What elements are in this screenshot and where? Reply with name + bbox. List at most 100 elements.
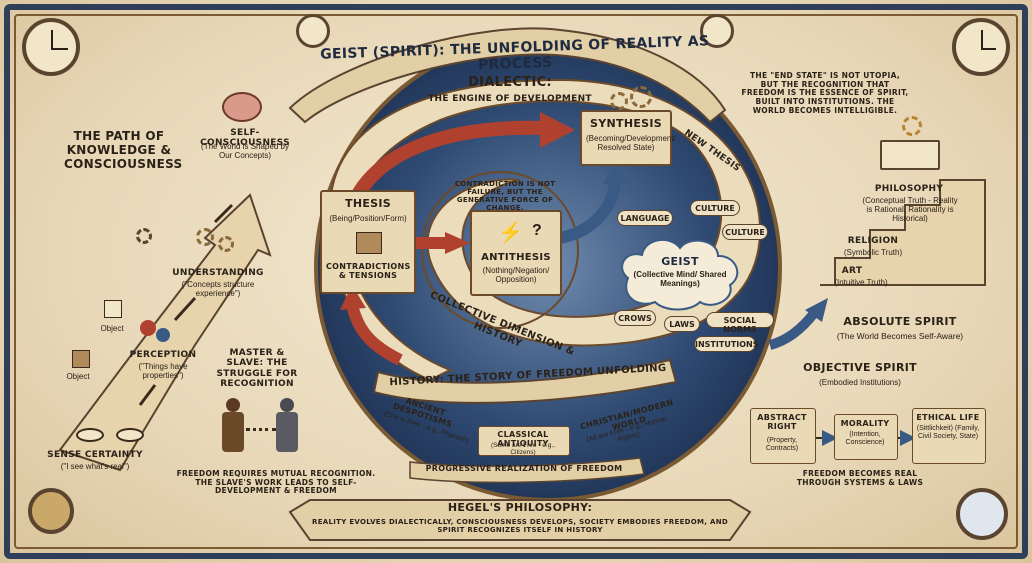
clock-icon: [296, 14, 330, 48]
object-label-1: Object: [100, 324, 124, 333]
up-arrow-1: [138, 384, 157, 406]
history-ribbon: [372, 358, 678, 404]
geist-item-culture-2: CULTURE: [722, 224, 768, 240]
abstract-right-subtitle: (Property, Contracts): [765, 437, 799, 453]
footer-text: REALITY EVOLVES DIALECTICALLY, CONSCIOUS…: [312, 518, 728, 535]
geist-item-social-norms: SOCIAL NORMS: [706, 312, 774, 334]
antithesis-title: ANTITHESIS: [481, 252, 551, 263]
history-progress: PROGRESSIVE REALIZATION OF FREEDOM: [425, 464, 623, 473]
knowledge-title: THE PATH OF KNOWLEDGE & CONSCIOUSNESS: [64, 129, 183, 171]
art-title: ART: [841, 266, 863, 276]
absolute-spirit-subtitle: (The World Becomes Self-Aware): [836, 331, 964, 341]
cube-icon: [104, 300, 122, 318]
master-slave-title: MASTER & SLAVE: THE STRUGGLE FOR RECOGNI…: [216, 348, 298, 390]
clock-icon: [700, 14, 734, 48]
eye-icon: [76, 428, 104, 442]
up-arrow-3: [213, 203, 234, 224]
inner-ring: [421, 171, 579, 329]
religion-title: RELIGION: [847, 236, 899, 246]
figure-icon: [276, 412, 298, 452]
contradiction-note: CONTRADICTION IS NOT FAILURE, BUT THE GE…: [454, 180, 556, 213]
synthesis-subtitle: (Becoming/Development/ Resolved State): [586, 134, 676, 153]
dialectic-title: DIALECTIC:: [468, 75, 552, 90]
arrow-thesis-to-synthesis: [348, 120, 552, 207]
figure-icon: [280, 398, 294, 412]
broken-cube-icon: [356, 232, 382, 254]
geist-item-culture: CULTURE: [690, 200, 740, 216]
understanding-title: UNDERSTANDING: [172, 268, 264, 278]
geist-item-language: LANGUAGE: [617, 210, 673, 226]
eye-icon: [116, 428, 144, 442]
arrow-to-absolute: [768, 308, 819, 350]
perception-subtitle: ("Things have properties"): [138, 362, 188, 381]
absolute-spirit-title: ABSOLUTE SPIRIT: [843, 315, 957, 328]
thesis-title: THESIS: [345, 197, 391, 210]
self-consciousness-title: SELF-CONSCIOUSNESS: [200, 128, 290, 149]
morality-subtitle: (Intention, Conscience): [845, 431, 885, 447]
arrow-to-absolute-head: [805, 298, 828, 322]
arrow-thesis-to-synthesis-head: [540, 112, 575, 148]
end-state-note: THE "END STATE" IS NOT UTOPIA, BUT THE R…: [741, 71, 909, 115]
chain-icon: [246, 428, 276, 431]
ethical-life-subtitle: (Sittlichkeit) (Family, Civil Society, S…: [916, 425, 980, 441]
gear-icon: [610, 92, 628, 110]
lightning-icon: ⚡: [498, 222, 523, 244]
gear-icon: [902, 116, 922, 136]
clock-icon: [956, 488, 1008, 540]
geist-title: GEIST: [661, 255, 699, 268]
arrow-antithesis-to-synthesis-head: [603, 160, 628, 184]
inner-frame: [14, 14, 1018, 549]
arrow-history-return-head: [340, 285, 366, 310]
brain-icon: [222, 92, 262, 122]
philosophy-title: PHILOSOPHY: [874, 184, 944, 194]
progress-ribbon: [409, 457, 645, 484]
gear-icon: [630, 86, 652, 108]
dialectic-subtitle: THE ENGINE OF DEVELOPMENT: [428, 94, 592, 104]
objective-note: FREEDOM BECOMES REAL THROUGH SYSTEMS & L…: [796, 469, 924, 487]
morality-title: MORALITY: [840, 419, 890, 428]
history-stage-2-box: CLASSICAL ANTIQUITY (Some are Free - e.g…: [478, 426, 570, 456]
master-slave-figures: [210, 398, 320, 458]
gear-icon: [196, 228, 214, 246]
book-icon: [880, 140, 940, 170]
history-stage-2-title: CLASSICAL ANTIQUITY: [497, 430, 549, 449]
thesis-box: THESIS (Being/Position/Form) CONTRADICTI…: [320, 190, 416, 294]
art-subtitle: (Intuitive Truth): [834, 278, 888, 287]
morality-box: MORALITY (Intention, Conscience): [834, 414, 898, 460]
sphere-icon: [156, 328, 170, 342]
philosophy-subtitle: (Conceptual Truth - Reality is Rational,…: [862, 196, 958, 224]
ethical-life-box: ETHICAL LIFE (Sittlichkeit) (Family, Civ…: [912, 408, 986, 464]
gear-icon: [218, 236, 234, 252]
sense-certainty-title: SENSE CERTAINTY: [47, 450, 143, 460]
geist-item-laws: LAWS: [664, 316, 700, 332]
sense-certainty-subtitle: ("I see what's real"): [60, 462, 130, 471]
figure-icon: [226, 398, 240, 412]
arrow-antithesis-to-synthesis: [558, 179, 621, 244]
perception-title: PERCEPTION: [129, 350, 197, 360]
arrow-thesis-to-antithesis-head: [445, 232, 470, 254]
arrow-history-return: [346, 303, 403, 366]
religion-subtitle: (Symbolic Truth): [843, 248, 903, 257]
history-stage-2-subtitle: (Some are Free - e.g., Citizens): [491, 442, 555, 457]
cube-icon: [72, 350, 90, 368]
antithesis-subtitle: (Nothing/Negation/ Opposition): [482, 266, 550, 285]
footer-ribbon: [288, 499, 752, 541]
figure-icon: [222, 412, 244, 452]
synthesis-title: SYNTHESIS: [590, 117, 662, 130]
antithesis-box: ⚡ ? ANTITHESIS (Nothing/Negation/ Opposi…: [470, 210, 562, 296]
question-icon: ?: [532, 222, 542, 239]
geist-item-crows: CROWS: [614, 310, 656, 326]
up-arrow-2: [173, 296, 197, 322]
geist-cloud: [621, 239, 739, 311]
geist-subtitle: (Collective Mind/ Shared Meanings): [633, 270, 727, 289]
sphere-icon: [140, 320, 156, 336]
gear-icon: [136, 228, 152, 244]
abstract-right-title: ABSTRACT RIGHT: [757, 413, 807, 432]
objective-spirit-title: OBJECTIVE SPIRIT: [803, 361, 917, 374]
master-slave-note: FREEDOM REQUIRES MUTUAL RECOGNITION. THE…: [176, 469, 376, 496]
thesis-subtitle: (Being/Position/Form): [329, 214, 407, 223]
outer-frame: [4, 4, 1028, 559]
geist-item-institutions: INSTITUTIONS: [694, 336, 759, 352]
ethical-life-title: ETHICAL LIFE: [916, 413, 980, 422]
clock-icon: [22, 18, 80, 76]
